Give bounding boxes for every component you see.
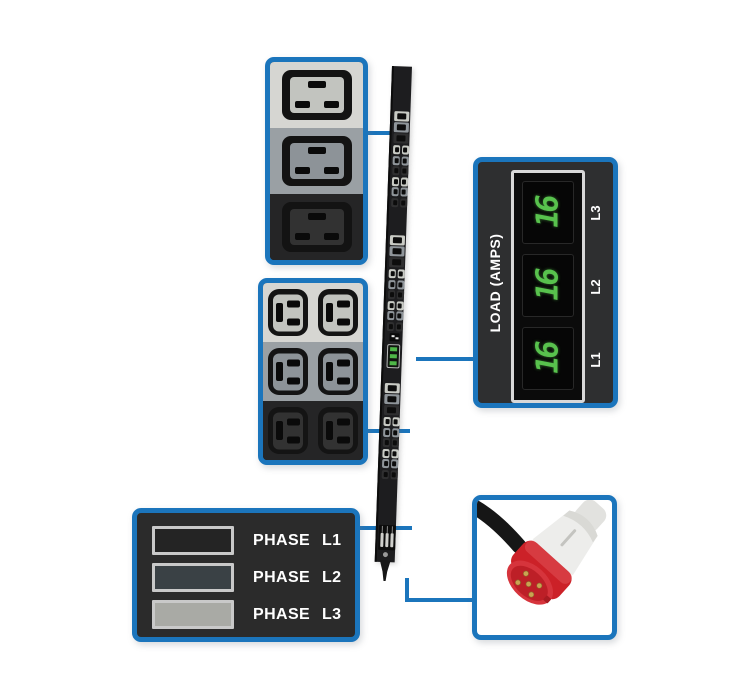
connector-line-plug-vertical [405,578,409,602]
red-industrial-power-plug-icon [477,500,607,605]
legend-row-l3: PHASE L3 [152,600,341,629]
strip-c19-outlet [383,404,400,416]
legend-row-l2: PHASE L2 [152,563,341,592]
strip-c13-outlet [395,321,403,332]
strip-c19-outlet [389,235,406,246]
l2-reading: 16 [530,270,566,301]
meter-display-l1: 16 [522,327,574,390]
strip-c19-outlet [384,382,400,394]
c13-outlet-row-light [263,283,363,342]
strip-c19-outlet [388,257,405,268]
phase-l3-swatch [152,600,234,629]
strip-c13-outlet [382,437,391,448]
strip-c13-outlet [400,166,408,176]
strip-c13-outlet [390,459,398,469]
dip-switch-block [389,333,400,342]
strip-c13-outlet [395,311,403,321]
pdu-strip-outlets [381,66,412,479]
pdu-strip [374,66,412,562]
strip-c13-outlet [391,187,399,197]
strip-c13-outlet [381,458,390,469]
phase-l3-label: PHASE L3 [253,605,342,623]
strip-c13-outlet [395,300,404,311]
strip-c13-outlet [392,166,400,176]
meter-display-l2: 16 [522,254,574,317]
strip-c13-outlet [387,300,395,310]
l3-reading: 16 [530,197,566,228]
strip-c13-outlet [390,448,399,458]
strip-c13-outlet [401,155,409,166]
strip-c13-outlet [396,290,404,300]
strip-c13-outlet [388,279,396,289]
phase-l1-swatch [152,526,234,555]
power-cord-exit [378,560,392,581]
phase-l1-label: PHASE L1 [253,531,342,549]
strip-c13-outlet [397,269,405,279]
strip-c13-outlet [382,448,390,458]
connector-line-meter [416,357,473,361]
c19-outlet-light [270,62,363,128]
l1-label: L1 [588,352,603,368]
strip-c19-outlet [389,246,405,257]
mounting-screw [382,551,389,558]
strip-c13-outlet [400,176,408,187]
c13-outlet-row-gray [263,342,363,401]
strip-c13-outlet [391,176,400,186]
strip-c13-outlet [396,279,405,290]
strip-c13-outlet [392,145,401,155]
strip-c13-outlet [381,469,389,479]
strip-c13-outlet [387,310,395,321]
phase-l2-label: PHASE L2 [253,568,342,586]
callout-c19-outlets [265,57,368,265]
strip-c13-outlet [391,427,399,437]
strip-c13-outlet [399,187,408,197]
meter-display-l3: 16 [522,181,574,244]
callout-input-plug [472,495,617,640]
meter-frame: 16 16 16 [511,170,585,403]
load-meter-title: LOAD (AMPS) [487,233,503,333]
c19-outlet-black [270,194,363,260]
callout-phase-legend: PHASE L1 PHASE L2 PHASE L3 [132,508,360,642]
callout-load-meter: LOAD (AMPS) 16 16 16 L3 L2 L1 [473,157,618,408]
strip-c13-outlet [391,197,399,207]
circuit-breakers [378,524,396,551]
callout-c13-outlets [258,278,368,465]
strip-c19-outlet [394,111,410,122]
strip-c13-outlet [399,197,407,208]
c13-outlet-row-black [263,401,363,460]
strip-c13-outlet [387,290,396,300]
phase-l2-swatch [152,563,234,592]
strip-c13-outlet [390,469,398,479]
strip-c13-outlet [386,321,395,331]
strip-c19-outlet [384,393,400,405]
connector-line-c19 [366,131,398,135]
c19-outlet-gray [270,128,363,194]
l1-reading: 16 [530,343,566,374]
strip-c13-outlet [383,416,391,427]
l2-label: L2 [588,279,603,295]
strip-c13-outlet [391,438,399,448]
legend-row-l1: PHASE L1 [152,526,341,555]
strip-c13-outlet [388,269,396,279]
l3-label: L3 [588,205,603,221]
strip-c13-outlet [383,427,391,437]
connector-line-plug-horizontal [405,598,475,602]
strip-c19-outlet [393,122,410,133]
strip-c13-outlet [401,145,409,155]
strip-c19-outlet [393,133,409,144]
strip-digital-meter [386,344,401,369]
strip-c13-outlet [392,155,400,165]
strip-c13-outlet [391,417,400,427]
